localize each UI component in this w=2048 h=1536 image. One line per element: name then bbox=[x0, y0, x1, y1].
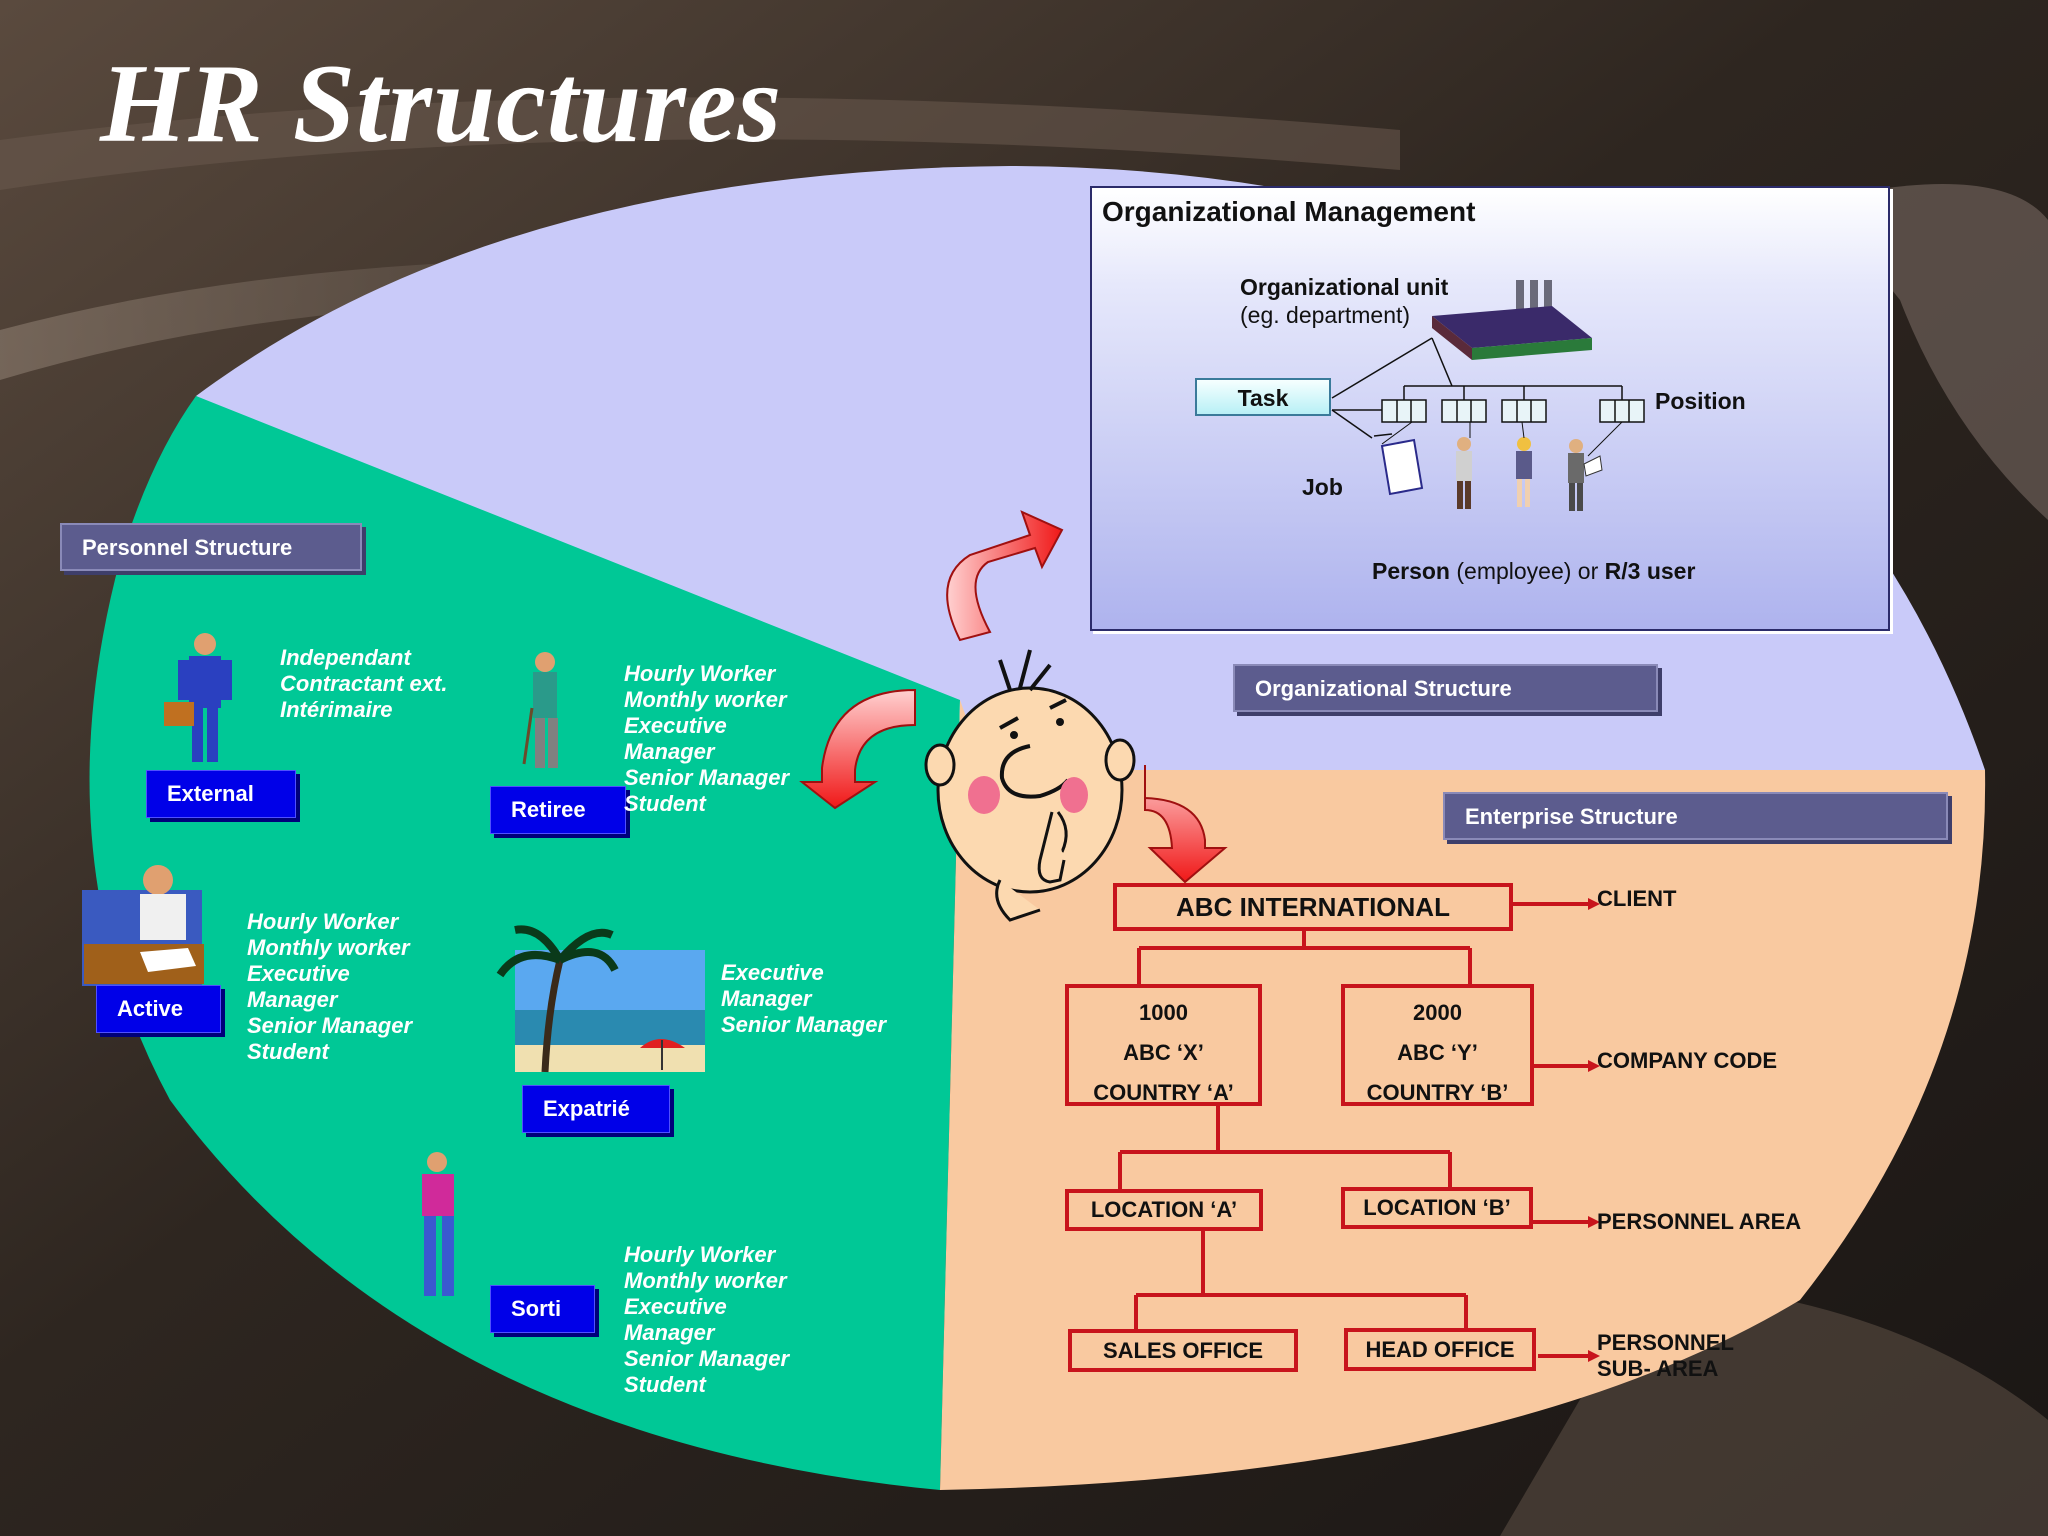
role-item: Monthly worker bbox=[624, 687, 787, 712]
org-management-panel: Organizational Management Organizational… bbox=[1090, 186, 1890, 631]
role-item: Contractant ext. bbox=[280, 671, 448, 696]
person-label-part3: R/3 user bbox=[1604, 558, 1696, 584]
retiree-roles: Hourly Worker Monthly worker Executive M… bbox=[624, 661, 789, 817]
position-label: Position bbox=[1655, 388, 1746, 414]
walking-man-icon bbox=[422, 1152, 454, 1296]
active-button[interactable]: Active bbox=[96, 985, 221, 1033]
client-box: ABC INTERNATIONAL bbox=[1113, 883, 1513, 931]
role-item: Executive bbox=[624, 1294, 727, 1319]
person-icons bbox=[1456, 437, 1603, 511]
enterprise-structure-label: Enterprise Structure bbox=[1443, 792, 1948, 840]
role-item: Monthly worker bbox=[624, 1268, 787, 1293]
factory-icon bbox=[1432, 280, 1592, 360]
role-item: Hourly Worker bbox=[624, 1242, 776, 1267]
sorti-button[interactable]: Sorti bbox=[490, 1285, 595, 1333]
location-b-box: LOCATION ‘B’ bbox=[1341, 1187, 1533, 1229]
company-country: COUNTRY ‘B’ bbox=[1366, 1080, 1509, 1105]
role-item: Monthly worker bbox=[247, 935, 410, 960]
role-item: Independant bbox=[280, 645, 411, 670]
company-code-level-label: COMPANY CODE bbox=[1597, 1048, 1778, 1073]
role-item: Student bbox=[624, 1372, 706, 1397]
sales-office-box: SALES OFFICE bbox=[1068, 1329, 1298, 1372]
slide-title: HR Structures bbox=[100, 42, 783, 166]
role-item: Executive bbox=[721, 960, 824, 985]
org-unit-example: (eg. department) bbox=[1240, 302, 1411, 328]
person-label-part1: Person bbox=[1372, 558, 1450, 584]
org-chart-diagram bbox=[1331, 280, 1645, 511]
personnel-sub-area-line2: SUB- AREA bbox=[1597, 1356, 1719, 1381]
external-roles: Independant Contractant ext. Intérimaire bbox=[280, 645, 447, 723]
location-a-box: LOCATION ‘A’ bbox=[1065, 1189, 1263, 1231]
head-office-box: HEAD OFFICE bbox=[1344, 1328, 1536, 1371]
expatrie-button[interactable]: Expatrié bbox=[522, 1085, 670, 1133]
external-button[interactable]: External bbox=[146, 770, 296, 818]
task-box: Task bbox=[1195, 378, 1331, 416]
company-code-box-2: 2000 ABC ‘Y’ COUNTRY ‘B’ bbox=[1341, 984, 1534, 1106]
personnel-region bbox=[89, 396, 960, 1490]
position-boxes bbox=[1381, 399, 1645, 423]
role-item: Executive bbox=[247, 961, 350, 986]
person-label-part2: (employee) or bbox=[1456, 558, 1599, 584]
person-label: Person (employee) or R/3 user bbox=[1372, 558, 1695, 585]
role-item: Senior Manager bbox=[247, 1013, 413, 1038]
organizational-structure-label: Organizational Structure bbox=[1233, 664, 1658, 712]
company-code-box-1: 1000 ABC ‘X’ COUNTRY ‘A’ bbox=[1065, 984, 1262, 1106]
sorti-roles: Hourly Worker Monthly worker Executive M… bbox=[624, 1242, 789, 1398]
retiree-button[interactable]: Retiree bbox=[490, 786, 626, 834]
personnel-structure-label: Personnel Structure bbox=[60, 523, 362, 571]
role-item: Manager bbox=[624, 739, 715, 764]
arrow-down-right-icon bbox=[1144, 765, 1228, 884]
active-roles: Hourly Worker Monthly worker Executive M… bbox=[247, 909, 412, 1065]
job-document-icon bbox=[1373, 433, 1424, 496]
arrow-up-right-icon bbox=[946, 510, 1064, 642]
company-country: COUNTRY ‘A’ bbox=[1093, 1080, 1234, 1105]
desk-worker-icon bbox=[82, 865, 204, 986]
businessman-icon bbox=[164, 633, 232, 762]
role-item: Manager bbox=[624, 1320, 715, 1345]
role-item: Manager bbox=[247, 987, 338, 1012]
arrow-down-left-icon bbox=[799, 688, 916, 810]
personnel-sub-area-line1: PERSONNEL bbox=[1597, 1330, 1734, 1355]
role-item: Hourly Worker bbox=[624, 661, 776, 686]
company-name: ABC ‘X’ bbox=[1123, 1040, 1204, 1065]
job-label: Job bbox=[1302, 474, 1343, 500]
thinking-face-icon bbox=[924, 649, 1136, 922]
expatrie-roles: Executive Manager Senior Manager bbox=[721, 960, 886, 1038]
role-item: Executive bbox=[624, 713, 727, 738]
company-name: ABC ‘Y’ bbox=[1397, 1040, 1478, 1065]
company-code: 1000 bbox=[1139, 1000, 1188, 1025]
role-item: Senior Manager bbox=[624, 1346, 790, 1371]
role-item: Senior Manager bbox=[624, 765, 790, 790]
role-item: Student bbox=[624, 791, 706, 816]
role-item: Hourly Worker bbox=[247, 909, 399, 934]
personnel-area-level-label: PERSONNEL AREA bbox=[1597, 1209, 1802, 1234]
org-management-title: Organizational Management bbox=[1102, 196, 1476, 227]
beach-scene-icon bbox=[496, 925, 705, 1073]
client-level-label: CLIENT bbox=[1597, 886, 1677, 911]
personnel-sub-area-level-label: PERSONNEL SUB- AREA bbox=[1597, 1330, 1734, 1382]
company-code: 2000 bbox=[1413, 1000, 1462, 1025]
role-item: Student bbox=[247, 1039, 329, 1064]
role-item: Intérimaire bbox=[280, 697, 393, 722]
org-unit-label: Organizational unit bbox=[1240, 274, 1449, 300]
role-item: Manager bbox=[721, 986, 812, 1011]
retiree-icon bbox=[522, 652, 558, 768]
role-item: Senior Manager bbox=[721, 1012, 887, 1037]
